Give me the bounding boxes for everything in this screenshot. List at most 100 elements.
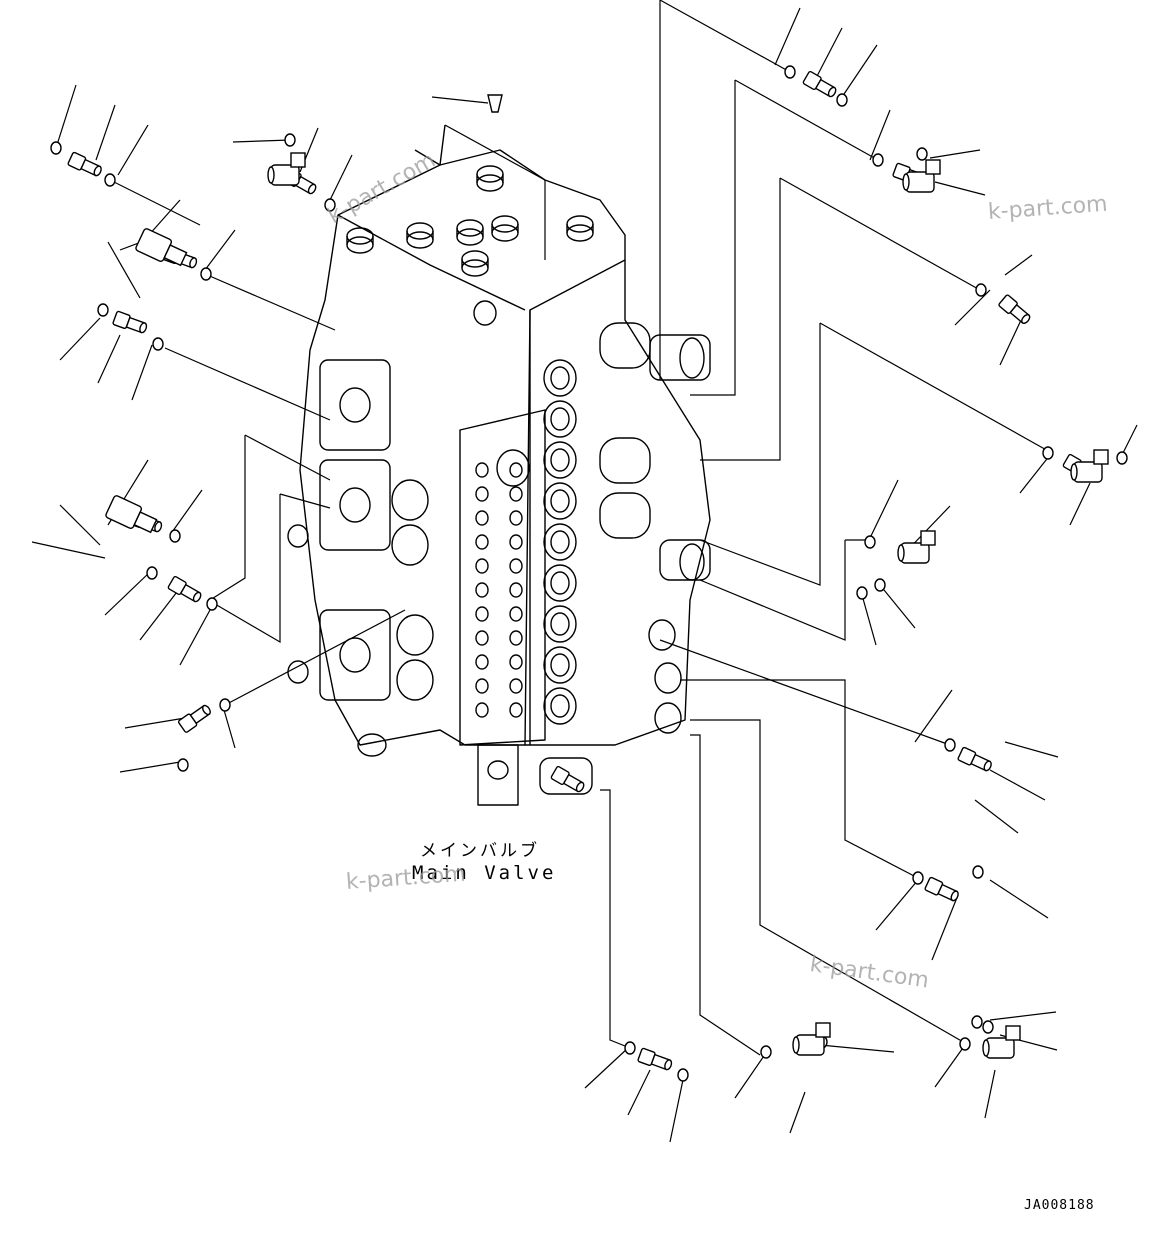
o-ring — [677, 1068, 689, 1082]
sensor-thread — [163, 244, 188, 267]
callout-line — [95, 104, 116, 161]
valve-bottom-solenoid — [539, 757, 593, 795]
callout-line — [914, 689, 953, 743]
callout-line — [124, 717, 186, 729]
valve-port-hole — [475, 582, 489, 598]
callout-line — [931, 894, 959, 961]
valve-right-cap-inner — [550, 489, 570, 513]
straight-fitting — [67, 151, 102, 177]
fitting-end — [827, 86, 837, 98]
valve-right-cap — [543, 359, 577, 397]
o-ring — [1042, 446, 1054, 460]
valve-left-cover-bore — [339, 387, 371, 423]
pressure-sensor — [135, 228, 188, 267]
valve-port-hole — [475, 702, 489, 718]
valve-left-cover-bore — [339, 637, 371, 673]
callout-line — [1004, 741, 1059, 758]
callout-line — [839, 44, 878, 101]
leader-line — [209, 435, 246, 601]
o-ring — [206, 597, 218, 611]
leader-lines — [31, 0, 1138, 1143]
elbow-outlet — [925, 159, 941, 175]
callout-line — [169, 489, 203, 536]
valve-cap — [566, 224, 594, 242]
leader-line — [109, 179, 201, 226]
leader-line — [444, 124, 546, 260]
fitting-end — [1021, 314, 1031, 324]
callout-line — [1004, 254, 1033, 276]
elbow-body — [1073, 461, 1103, 483]
leader-line — [680, 679, 919, 879]
callout-line — [204, 229, 236, 271]
valve-right-cap-inner — [550, 653, 570, 677]
valve-port-hole — [509, 582, 523, 598]
leader-line — [690, 719, 966, 1044]
elbow-inlet — [1070, 463, 1078, 481]
callout-line — [954, 289, 991, 326]
elbow-outlet — [920, 530, 936, 546]
o-ring — [784, 65, 796, 79]
valve-port-hole — [509, 534, 523, 550]
fitting-end — [93, 165, 102, 177]
valve-port-hole — [509, 606, 523, 622]
valve-port-hole — [475, 678, 489, 694]
valve-right-cap — [543, 605, 577, 643]
callout-line — [1121, 424, 1138, 456]
valve-left-plug — [287, 660, 309, 684]
valve-right-cap-inner — [550, 571, 570, 595]
valve-cap — [346, 236, 374, 254]
fittings-group — [50, 65, 1128, 1082]
callout-line — [131, 344, 153, 401]
leader-line — [164, 347, 331, 421]
fitting-end — [192, 591, 202, 603]
o-ring — [760, 1045, 772, 1059]
valve-port-hole — [509, 630, 523, 646]
leader-line — [214, 494, 281, 644]
o-ring — [200, 267, 212, 281]
valve-port-hole — [475, 558, 489, 574]
callout-line — [774, 7, 801, 66]
leader-line — [600, 789, 631, 1049]
callout-line — [669, 1074, 685, 1143]
callout-line — [929, 149, 981, 159]
leader-line — [699, 539, 870, 641]
elbow-body — [795, 1034, 825, 1056]
callout-line — [431, 96, 489, 104]
valve-solenoid-face — [679, 337, 705, 379]
callout-line — [879, 584, 916, 629]
valve-body-side-face — [525, 260, 711, 746]
valve-top-port — [473, 300, 497, 326]
valve-left-cap — [391, 479, 429, 521]
drawing-code: JA008188 — [1024, 1198, 1095, 1213]
valve-right-cap-inner — [550, 366, 570, 390]
callout-line — [627, 1069, 651, 1116]
valve-solenoid-head — [659, 539, 711, 581]
elbow-outlet — [290, 152, 306, 168]
elbow-body — [900, 542, 930, 564]
valve-port-hole — [475, 486, 489, 502]
o-ring — [959, 1037, 971, 1051]
valve-body-top-edge — [337, 214, 526, 311]
fitting-end — [950, 890, 959, 902]
callout-line — [232, 139, 291, 143]
valve-right-cap — [543, 646, 577, 684]
leader-line — [224, 609, 406, 706]
sensor-thread — [133, 511, 158, 534]
straight-fitting — [177, 704, 211, 733]
o-ring — [874, 578, 886, 592]
o-ring — [912, 871, 924, 885]
elbow-inlet — [902, 173, 910, 191]
valve-port-hole — [509, 654, 523, 670]
main-valve-body — [287, 124, 711, 806]
valve-port-hole — [475, 462, 489, 478]
valve-right-cap — [543, 482, 577, 520]
valve-top-edge — [414, 124, 446, 166]
valve-port-hole — [509, 702, 523, 718]
callout-line — [59, 317, 101, 361]
o-ring — [916, 147, 928, 161]
callout-line — [819, 1044, 895, 1053]
plug-cap — [487, 94, 503, 113]
valve-left-cover-bore — [339, 487, 371, 523]
elbow-inlet — [982, 1039, 990, 1057]
